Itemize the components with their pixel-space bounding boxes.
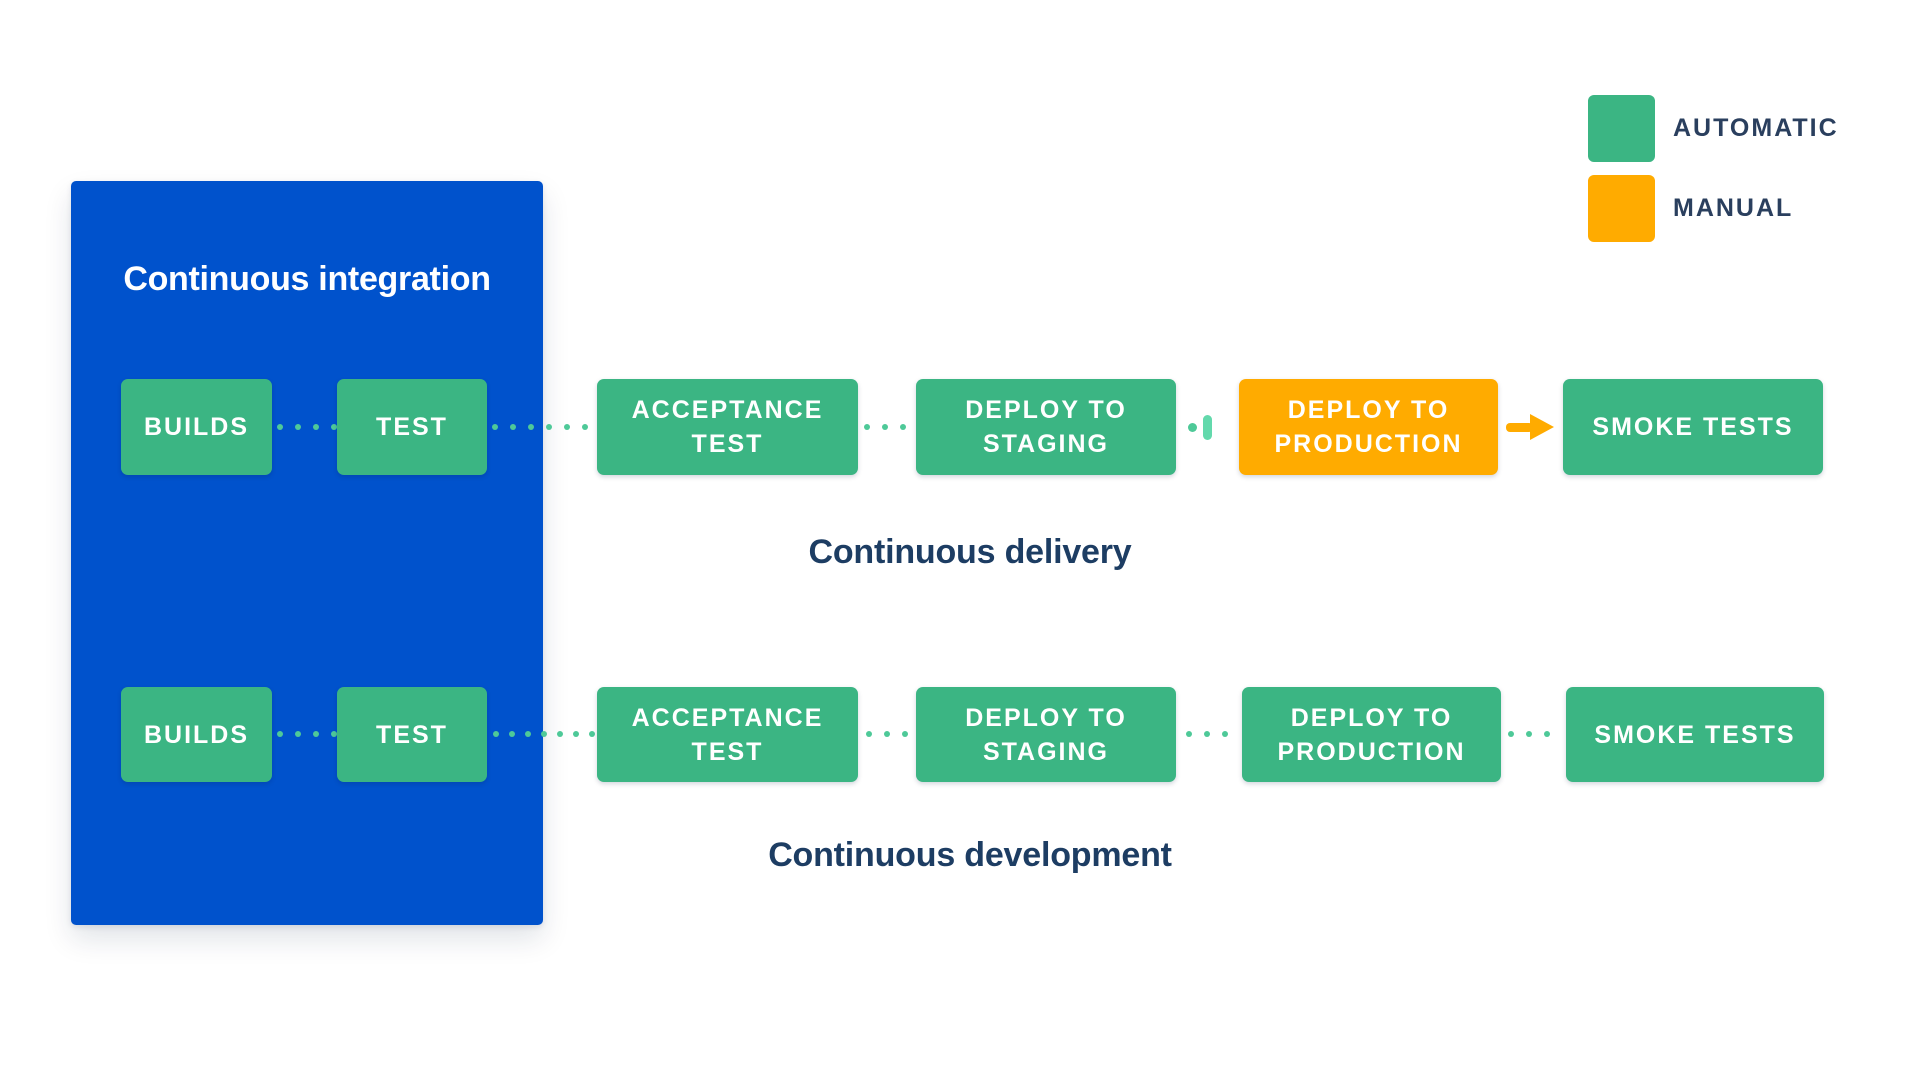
dot [573, 731, 579, 737]
development-step-builds: BUILDS [121, 687, 272, 782]
delivery-step-smoke-tests: SMOKE TESTS [1563, 379, 1823, 475]
dot [331, 731, 337, 737]
dot [882, 424, 888, 430]
dotted-connector [277, 424, 337, 430]
legend-label-manual: MANUAL [1673, 194, 1794, 222]
dot [277, 731, 283, 737]
dot [582, 424, 588, 430]
dot [1526, 731, 1532, 737]
continuous-integration-title: Continuous integration [123, 260, 491, 298]
arrow-right-icon [1506, 423, 1533, 432]
dot [528, 424, 534, 430]
dotted-connector [277, 731, 337, 737]
legend-swatch-automatic-icon [1588, 95, 1655, 162]
dot [557, 731, 563, 737]
dotted-connector [1508, 731, 1550, 737]
dotted-connector [1186, 731, 1228, 737]
step-label: DEPLOY TO PRODUCTION [1274, 396, 1463, 458]
step-label: BUILDS [143, 720, 250, 749]
dotted-connector [493, 731, 595, 737]
dot [902, 731, 908, 737]
legend-item-automatic: AUTOMATIC [1588, 95, 1839, 162]
step-label: DEPLOY TO PRODUCTION [1277, 703, 1466, 766]
dot [546, 424, 552, 430]
development-step-acceptance-test: ACCEPTANCE TEST [597, 687, 858, 782]
dot [492, 424, 498, 430]
dot [525, 731, 531, 737]
manual-gate-bar-icon [1203, 415, 1212, 440]
step-label: TEST [376, 413, 448, 441]
dotted-connector [866, 731, 908, 737]
dot [510, 424, 516, 430]
dot [866, 731, 872, 737]
dot [864, 424, 870, 430]
arrow-right-head-icon [1530, 414, 1554, 440]
dot [277, 424, 283, 430]
dot [313, 424, 319, 430]
step-label: ACCEPTANCE TEST [631, 703, 824, 766]
continuous-integration-panel [71, 181, 543, 925]
legend-label-automatic: AUTOMATIC [1673, 114, 1839, 142]
dot [589, 731, 595, 737]
delivery-step-deploy-to-staging: DEPLOY TO STAGING [916, 379, 1176, 475]
development-step-smoke-tests: SMOKE TESTS [1566, 687, 1824, 782]
dot [1222, 731, 1228, 737]
dot [1508, 731, 1514, 737]
step-label: DEPLOY TO STAGING [965, 396, 1127, 458]
dot [331, 424, 337, 430]
step-label: BUILDS [143, 413, 250, 441]
dot [884, 731, 890, 737]
dot [900, 424, 906, 430]
dotted-connector [492, 424, 588, 430]
step-label: SMOKE TESTS [1594, 720, 1796, 749]
step-label: SMOKE TESTS [1592, 413, 1794, 441]
dot [493, 731, 499, 737]
legend-swatch-manual-icon [1588, 175, 1655, 242]
development-step-deploy-to-staging: DEPLOY TO STAGING [916, 687, 1176, 782]
step-label: DEPLOY TO STAGING [965, 703, 1127, 766]
continuous-development-caption: Continuous development [768, 836, 1172, 874]
dot [313, 731, 319, 737]
continuous-delivery-caption: Continuous delivery [808, 533, 1132, 571]
manual-gate-dot-icon [1188, 423, 1197, 432]
dot [1186, 731, 1192, 737]
dot [509, 731, 515, 737]
dot [541, 731, 547, 737]
development-step-test: TEST [337, 687, 487, 782]
delivery-step-test: TEST [337, 379, 487, 475]
dot [1204, 731, 1210, 737]
delivery-step-builds: BUILDS [121, 379, 272, 475]
dotted-connector [864, 424, 906, 430]
dot [564, 424, 570, 430]
development-step-deploy-to-production: DEPLOY TO PRODUCTION [1242, 687, 1501, 782]
dot [295, 424, 301, 430]
dot [1544, 731, 1550, 737]
dot [295, 731, 301, 737]
delivery-step-deploy-to-production: DEPLOY TO PRODUCTION [1239, 379, 1498, 475]
delivery-step-acceptance-test: ACCEPTANCE TEST [597, 379, 858, 475]
step-label: TEST [376, 720, 448, 749]
step-label: ACCEPTANCE TEST [631, 396, 824, 458]
legend-item-manual: MANUAL [1588, 175, 1793, 242]
